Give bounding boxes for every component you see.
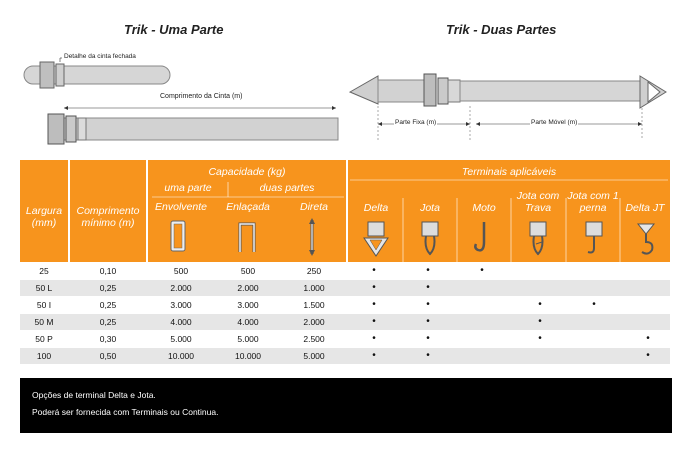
header-capacidade: Capacidade (kg) (208, 166, 286, 178)
table-row: 50 I 0,25 3.000 3.000 1.500 • • • • (20, 297, 670, 313)
header-direta: Direta (299, 201, 328, 213)
terminal-dot: • (372, 316, 376, 327)
terminal-dot: • (426, 265, 430, 276)
enlacada-icon (238, 222, 256, 252)
footer-line-2: Poderá ser fornecida com Terminais ou Co… (32, 407, 219, 417)
delta-icon (363, 221, 389, 257)
terminal-dot: • (426, 333, 430, 344)
header-delta: Delta (363, 202, 389, 214)
cell-dir: 2.500 (303, 334, 325, 344)
open-strap-illustration (47, 106, 339, 145)
table-row: 100 0,50 10.000 10.000 5.000 • • • (20, 348, 670, 364)
title-duas-partes: Trik - Duas Partes (446, 22, 557, 37)
terminal-dot: • (426, 299, 430, 310)
terminal-dot: • (480, 265, 484, 276)
terminal-dot: • (538, 333, 542, 344)
cell-dir: 250 (306, 266, 322, 276)
terminais-separators (350, 179, 668, 262)
header-largura-bg (20, 160, 68, 262)
header-largura: Largura (mm) (25, 205, 63, 229)
header-jota-trava: Jota com Trava (516, 190, 560, 214)
terminal-dot: • (538, 299, 542, 310)
cell-env: 2.000 (170, 283, 192, 293)
header-terminais-bg (348, 160, 670, 262)
header-delta-jt: Delta JT (625, 202, 665, 214)
cell-comp: 0,50 (99, 351, 117, 361)
terminal-dot: • (646, 333, 650, 344)
title-uma-parte: Trik - Uma Parte (124, 22, 224, 37)
cell-comp: 0,10 (99, 266, 117, 276)
cell-largura: 25 (39, 266, 49, 276)
terminal-dot: • (372, 299, 376, 310)
footer-notes: Opções de terminal Delta e Jota. Poderá … (20, 378, 672, 433)
cell-largura: 50 I (36, 300, 52, 310)
strap-diagrams (23, 57, 667, 145)
header-uma-parte: uma parte (164, 182, 212, 194)
cell-dir: 1.000 (303, 283, 325, 293)
cell-comp: 0,30 (99, 334, 117, 344)
cell-dir: 2.000 (303, 317, 325, 327)
cell-largura: 50 L (35, 283, 53, 293)
cell-dir: 5.000 (303, 351, 325, 361)
delta-jt-icon (636, 223, 656, 255)
two-part-strap-illustration (348, 73, 667, 140)
cell-largura: 50 M (34, 317, 54, 327)
table-row: 25 0,10 500 500 250 • • • (20, 263, 670, 279)
terminal-dot: • (372, 333, 376, 344)
cell-env: 10.000 (168, 351, 194, 361)
direta-icon (309, 218, 315, 256)
header-comprimento: Comprimento mínimo (m) (76, 205, 140, 229)
terminal-dot: • (426, 350, 430, 361)
cell-comp: 0,25 (99, 283, 117, 293)
jota-icon (421, 221, 439, 256)
cell-enl: 2.000 (237, 283, 259, 293)
label-parte-movel: Parte Móvel (m) (530, 119, 579, 126)
header-jota-pema: Jota com 1 perna (567, 190, 619, 214)
cell-enl: 3.000 (237, 300, 259, 310)
label-parte-fixa: Parte Fixa (m) (394, 119, 438, 126)
header-jota: Jota (420, 202, 440, 214)
header-moto: Moto (472, 202, 496, 214)
terminal-dot: • (646, 350, 650, 361)
header-separators (152, 182, 344, 198)
cell-enl: 10.000 (235, 351, 261, 361)
table-row: 50 L 0,25 2.000 2.000 1.000 • • (20, 280, 670, 296)
cell-enl: 5.000 (237, 334, 259, 344)
jota-pema-icon (585, 221, 603, 254)
cell-env: 3.000 (170, 300, 192, 310)
cell-env: 500 (173, 266, 189, 276)
closed-strap-illustration (23, 57, 171, 89)
cell-enl: 500 (240, 266, 256, 276)
moto-icon (474, 222, 486, 252)
label-comprimento: Comprimento da Cinta (m) (160, 93, 243, 100)
label-detalhe: Detalhe da cinta fechada (64, 53, 136, 60)
cell-largura: 50 P (35, 334, 53, 344)
header-comprimento-bg (70, 160, 146, 262)
header-enlacada: Enlaçada (226, 201, 270, 213)
cell-comp: 0,25 (99, 300, 117, 310)
header-envolvente: Envolvente (155, 201, 207, 213)
terminal-dot: • (538, 316, 542, 327)
terminal-dot: • (426, 282, 430, 293)
cell-comp: 0,25 (99, 317, 117, 327)
footer-line-1: Opções de terminal Delta e Jota. (32, 390, 156, 400)
terminal-dot: • (372, 282, 376, 293)
envolvente-icon (170, 220, 186, 252)
cell-env: 4.000 (170, 317, 192, 327)
cell-dir: 1.500 (303, 300, 325, 310)
table-row: 50 P 0,30 5.000 5.000 2.500 • • • • (20, 331, 670, 347)
table-row: 50 M 0,25 4.000 4.000 2.000 • • • (20, 314, 670, 330)
terminal-dot: • (426, 316, 430, 327)
cell-largura: 100 (36, 351, 52, 361)
jota-trava-icon (529, 221, 547, 256)
cell-enl: 4.000 (237, 317, 259, 327)
header-terminais: Terminais aplicáveis (461, 166, 557, 178)
terminal-dot: • (372, 265, 376, 276)
terminal-dot: • (592, 299, 596, 310)
terminal-dot: • (372, 350, 376, 361)
header-duas-partes: duas partes (259, 182, 315, 194)
cell-env: 5.000 (170, 334, 192, 344)
